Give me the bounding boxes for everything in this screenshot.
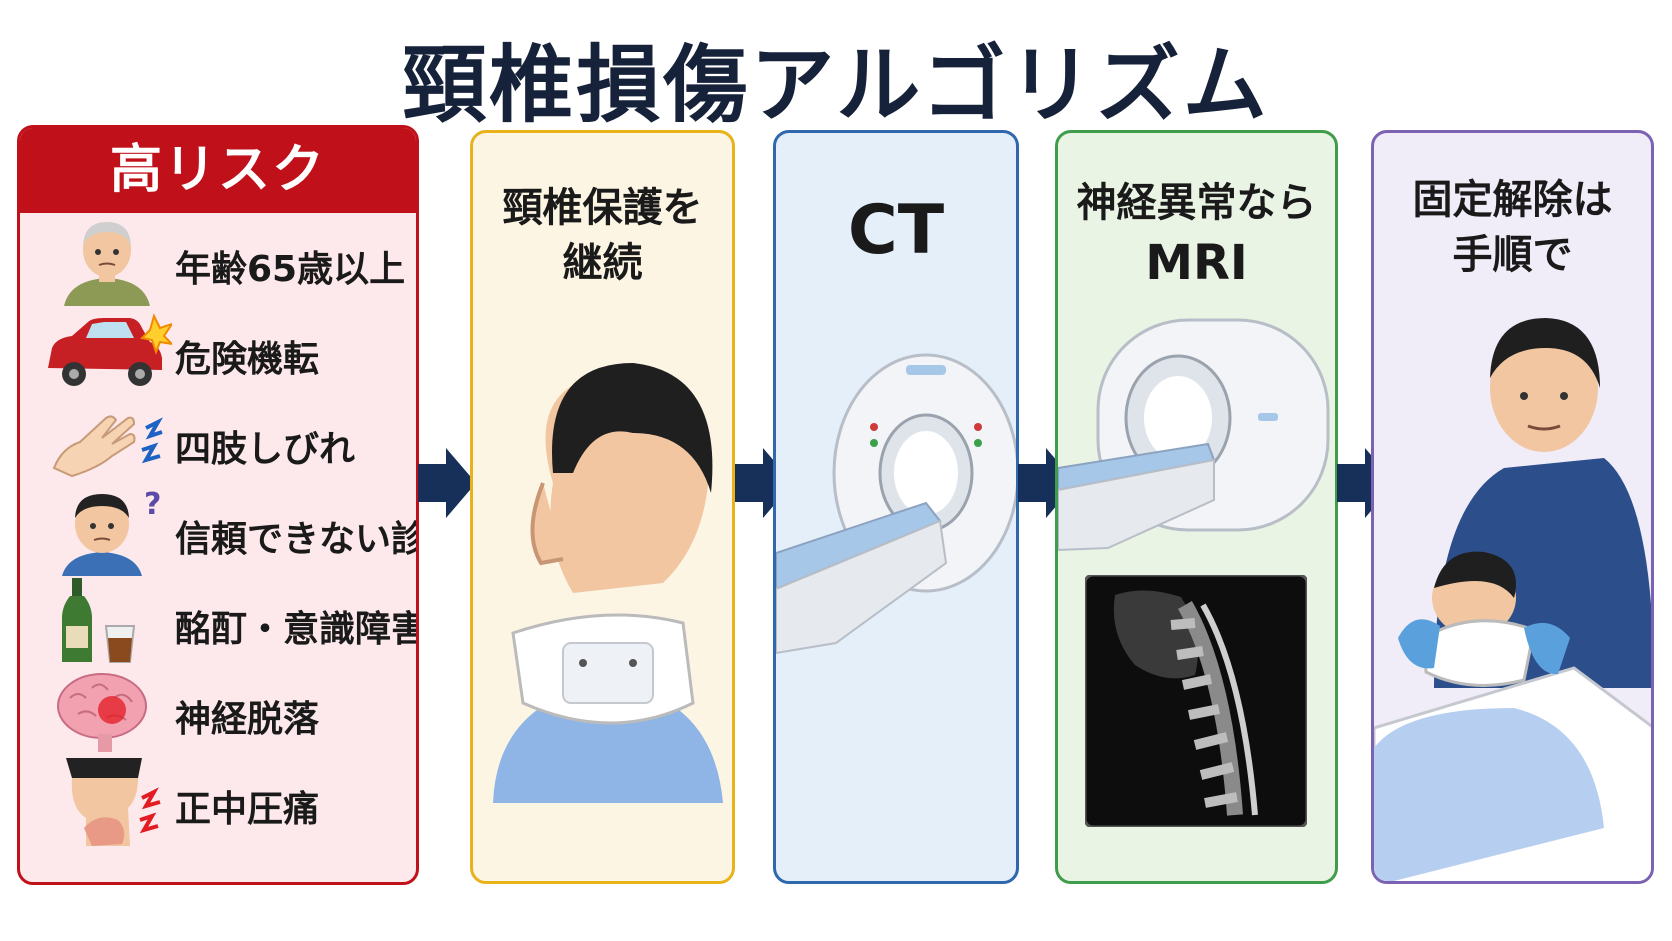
risk-label: 危険機転 — [175, 339, 320, 380]
collar-removal-illustration — [1374, 318, 1651, 881]
release-title-line1: 固定解除は — [1412, 177, 1613, 223]
risk-item-neuro: 神経脱落 — [20, 664, 416, 760]
brain-icon — [42, 668, 172, 756]
risk-label: 四肢しびれ — [175, 429, 356, 470]
risk-item-unreliable: ? 信頼できない診察 — [20, 484, 416, 580]
risk-label: 神経脱落 — [175, 699, 320, 740]
elderly-man-icon — [42, 218, 172, 306]
risk-item-age: 年齢65歳以上 — [20, 214, 416, 310]
risk-item-intoxication: 酩酊・意識障害 — [20, 574, 416, 670]
mri-panel: 神経異常なら MRI — [1055, 130, 1338, 884]
alcohol-icon — [42, 578, 172, 666]
collar-title-line2: 継続 — [562, 240, 643, 286]
mri-scanner-illustration — [1058, 318, 1330, 552]
release-title-line2: 手順で — [1452, 232, 1573, 278]
flow-arrow-icon — [1018, 448, 1076, 518]
risk-item-tenderness: 正中圧痛 — [20, 754, 416, 850]
mri-title-line2: MRI — [1145, 235, 1248, 291]
risk-item-mechanism: 危険機転 — [20, 304, 416, 400]
flow-arrow-icon — [418, 448, 476, 518]
flow-arrow-icon — [735, 448, 793, 518]
collar-panel: 頸椎保護を 継続 — [470, 130, 735, 884]
risk-label: 年齢65歳以上 — [175, 249, 406, 290]
risk-label: 正中圧痛 — [175, 789, 320, 830]
page-title: 頸椎損傷アルゴリズム — [402, 36, 1270, 134]
neck-pain-icon — [42, 758, 172, 846]
risk-item-numbness: 四肢しびれ — [20, 394, 416, 490]
svg-text:?: ? — [144, 488, 161, 522]
risk-label: 信頼できない診察 — [175, 519, 416, 560]
ct-panel: CT — [773, 130, 1019, 884]
numb-hand-icon — [42, 398, 172, 486]
mri-spine-image — [1085, 575, 1307, 827]
risk-header: 高リスク — [20, 128, 416, 213]
flow-arrow-icon — [1337, 448, 1395, 518]
release-panel: 固定解除は 手順で — [1371, 130, 1654, 884]
mri-title-line1: 神経異常なら — [1076, 180, 1317, 226]
confused-person-icon: ? — [42, 487, 172, 576]
high-risk-panel: 高リスク 年齢65歳以上 危険機転 — [17, 125, 419, 885]
ct-title: CT — [847, 191, 945, 270]
collar-title-line1: 頸椎保護を — [502, 185, 703, 231]
car-crash-icon — [42, 308, 175, 396]
cervical-collar-illustration — [493, 363, 723, 803]
risk-label: 酩酊・意識障害 — [175, 609, 419, 650]
ct-scanner-illustration — [776, 353, 1016, 655]
